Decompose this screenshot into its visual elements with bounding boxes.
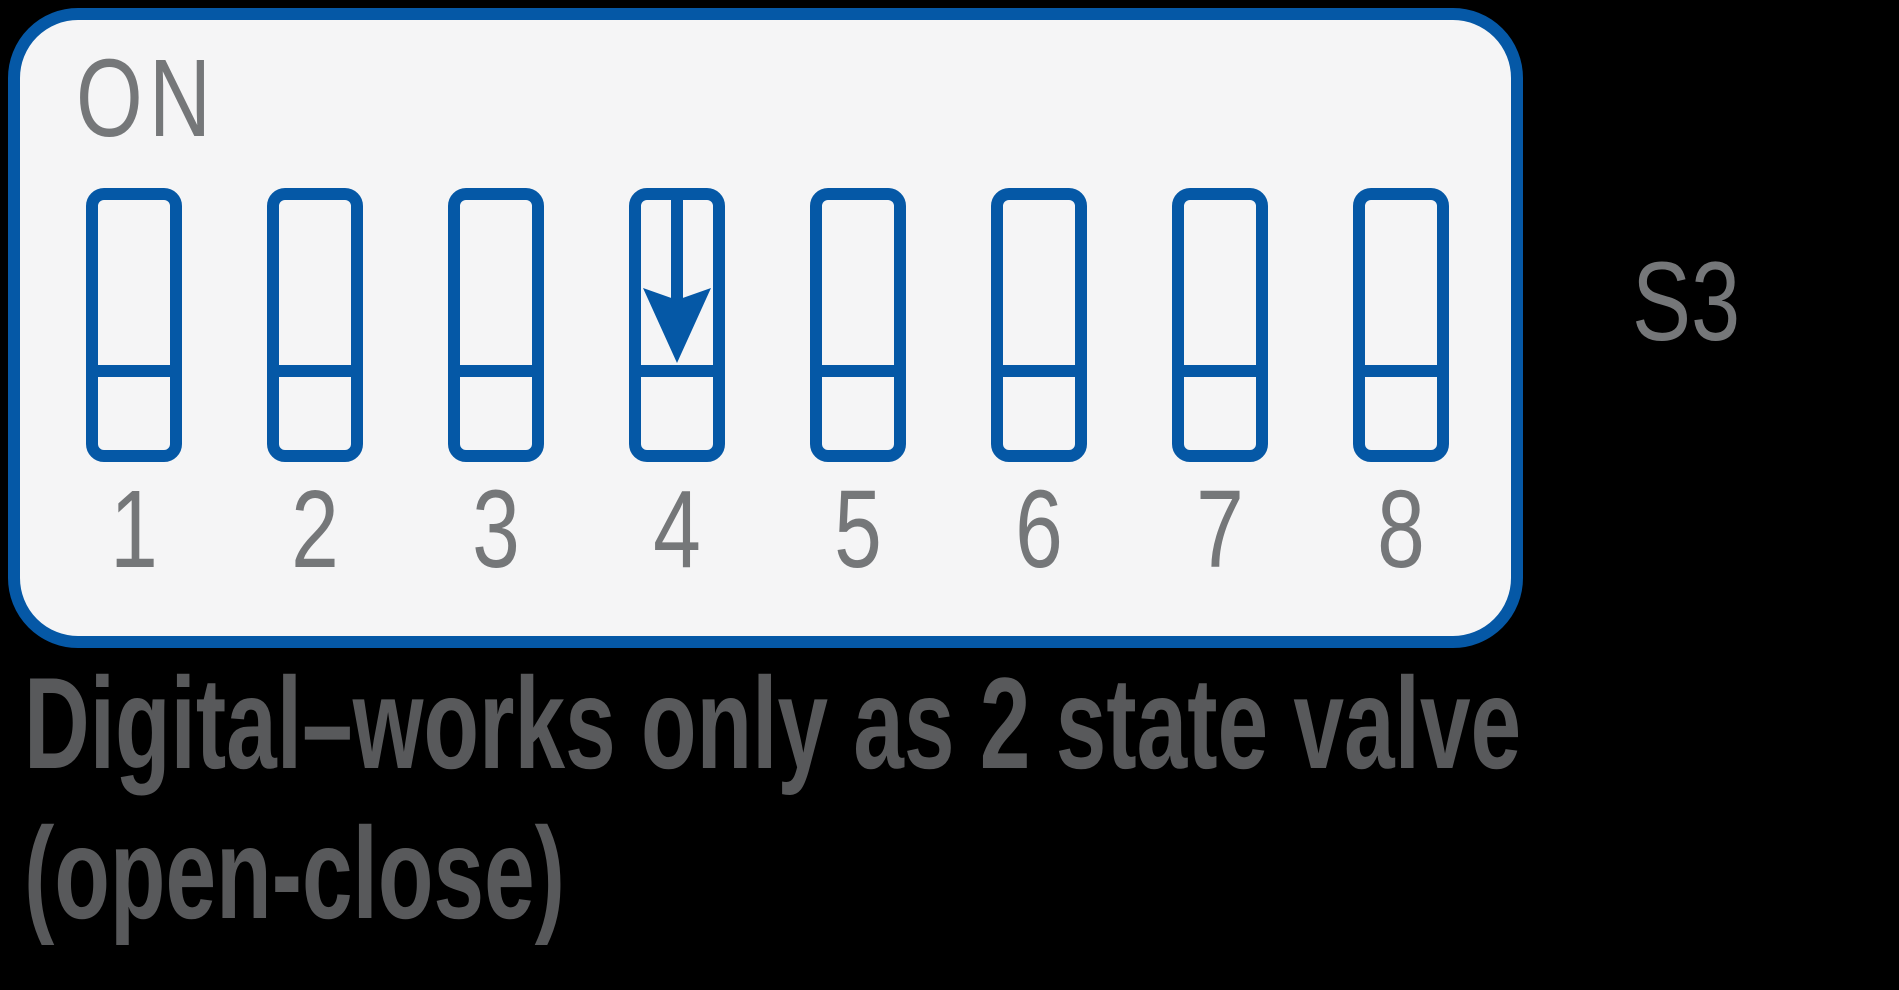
on-label: ON	[76, 37, 218, 160]
switch-divider	[98, 365, 170, 377]
arrow-down-icon	[643, 200, 711, 363]
dip-switch-4	[629, 188, 725, 462]
switch-number-6: 6	[1015, 468, 1063, 591]
switch-number-2: 2	[291, 468, 339, 591]
dip-switch-8	[1353, 188, 1449, 462]
switch-divider	[1003, 365, 1075, 377]
dip-switch-7	[1172, 188, 1268, 462]
side-label: S3	[1632, 239, 1741, 364]
switch-divider	[1365, 365, 1437, 377]
switch-number-7: 7	[1196, 468, 1244, 591]
dip-switch-panel: ON 1 2 3 4 5 6 7 8	[8, 8, 1523, 648]
switch-number-5: 5	[834, 468, 882, 591]
dip-switch-5	[810, 188, 906, 462]
dip-switch-6	[991, 188, 1087, 462]
switch-number-3: 3	[472, 468, 520, 591]
caption: Digital–works only as 2 state valve (ope…	[24, 648, 1899, 948]
switch-number-8: 8	[1377, 468, 1425, 591]
switch-divider	[1184, 365, 1256, 377]
dip-switch-3	[448, 188, 544, 462]
caption-line-1: Digital–works only as 2 state valve	[24, 650, 1522, 796]
switch-number-4: 4	[653, 468, 701, 591]
switch-divider	[460, 365, 532, 377]
switch-divider	[279, 365, 351, 377]
switch-divider	[641, 365, 713, 377]
caption-line-2: (open-close)	[24, 800, 565, 946]
dip-switch-2	[267, 188, 363, 462]
switch-number-1: 1	[110, 468, 158, 591]
dip-switch-1	[86, 188, 182, 462]
switch-divider	[822, 365, 894, 377]
